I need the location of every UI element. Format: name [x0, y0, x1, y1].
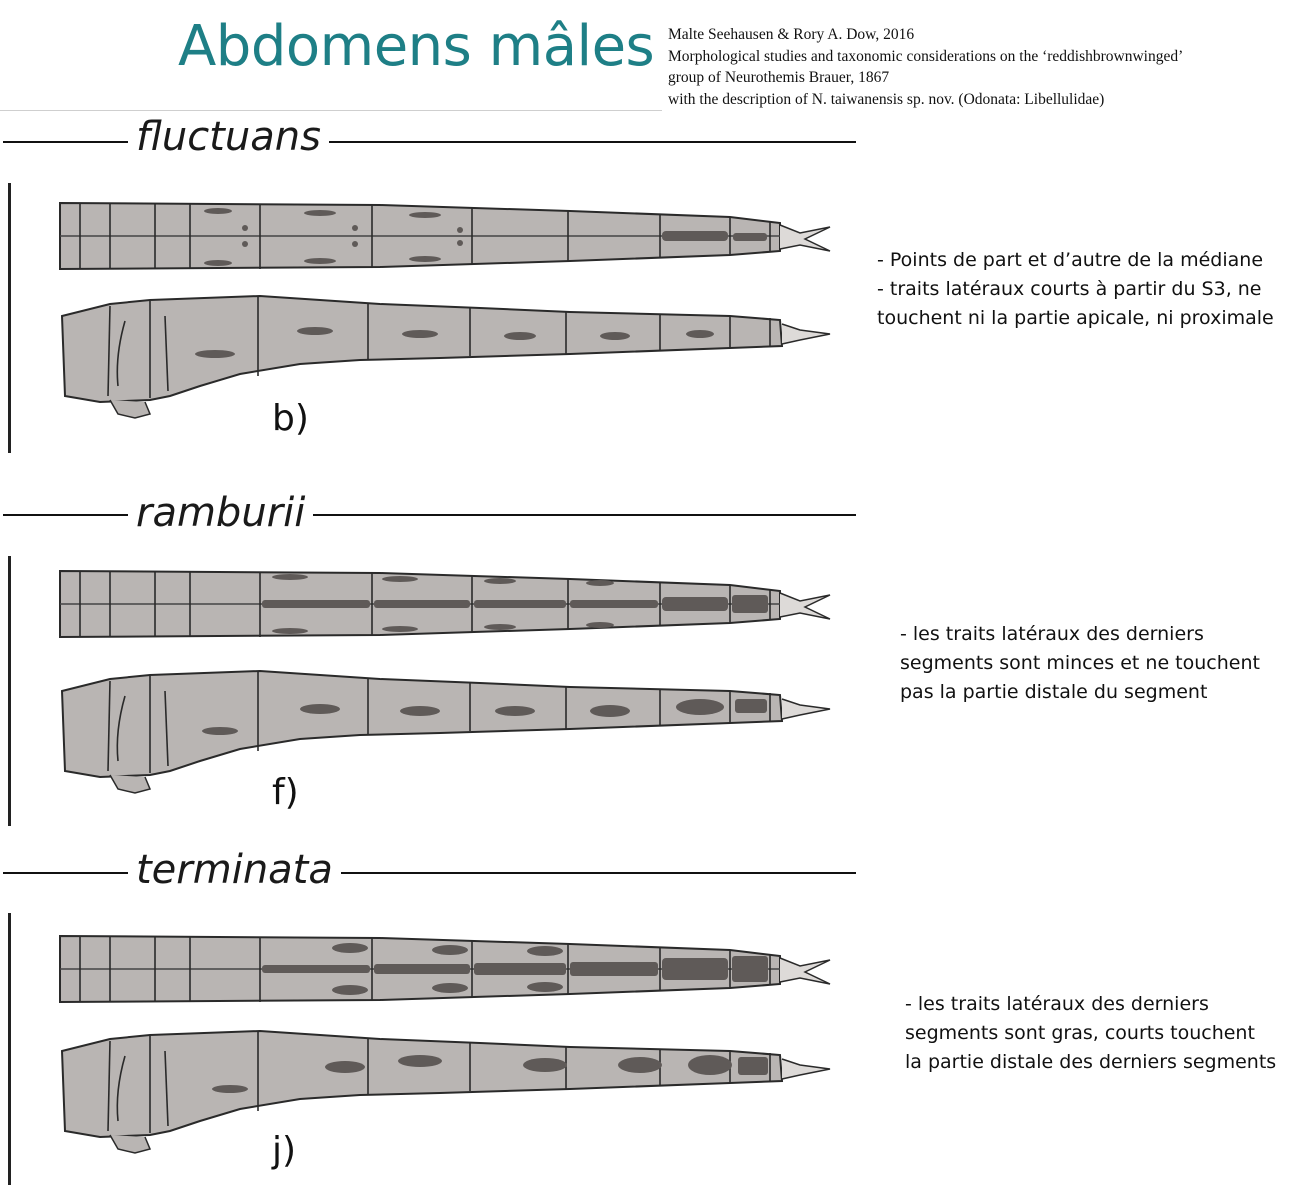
- note-line: pas la partie distale du segment: [900, 681, 1208, 703]
- abdomen-lateral-terminata: [61, 1030, 831, 1154]
- reference-line: Morphological studies and taxonomic cons…: [668, 47, 1184, 65]
- abdomen-illustrations: [59, 202, 831, 1154]
- species-name-terminata: terminata: [128, 847, 341, 893]
- section-bracket: [8, 913, 11, 1185]
- section-rule: [3, 514, 856, 516]
- panel-label-b: b): [272, 398, 309, 439]
- note-line: - traits latéraux courts à partir du S3,…: [877, 278, 1262, 300]
- section-rule: [3, 872, 856, 874]
- header-divider: [0, 110, 662, 111]
- section-bracket: [8, 556, 11, 826]
- abdomen-dorsal-terminata: [59, 935, 831, 1003]
- species-name-ramburii: ramburii: [128, 490, 314, 536]
- note-line: touchent ni la partie apicale, ni proxim…: [877, 307, 1274, 329]
- panel-label-j: j): [272, 1130, 297, 1171]
- species-name-fluctuans: fluctuans: [128, 114, 329, 160]
- reference-line: Malte Seehausen & Rory A. Dow, 2016: [668, 26, 915, 43]
- section-rule: [3, 141, 856, 143]
- note-line: - les traits latéraux des derniers: [905, 993, 1209, 1015]
- reference-citation: Malte Seehausen & Rory A. Dow, 2016 Morp…: [668, 24, 1183, 110]
- reference-line: group of Neurothemis Brauer, 1867: [668, 69, 890, 86]
- section-bracket: [8, 183, 11, 453]
- notes-fluctuans: - Points de part et d’autre de la médian…: [877, 246, 1274, 333]
- note-line: - Points de part et d’autre de la médian…: [877, 249, 1264, 271]
- notes-ramburii: - les traits latéraux des derniers segme…: [900, 620, 1260, 707]
- abdomen-lateral-fluctuans: [61, 295, 831, 419]
- page-title: Abdomens mâles: [178, 14, 655, 79]
- notes-terminata: - les traits latéraux des derniers segme…: [905, 990, 1276, 1077]
- note-line: segments sont minces et ne touchent: [900, 652, 1260, 674]
- panel-label-f: f): [272, 772, 299, 813]
- reference-line: with the description of N. taiwanensis s…: [668, 90, 1105, 108]
- abdomen-dorsal-ramburii: [59, 570, 831, 638]
- abdomen-dorsal-fluctuans: [59, 202, 831, 270]
- note-line: la partie distale des derniers segments: [905, 1051, 1277, 1073]
- note-line: segments sont gras, courts touchent: [905, 1022, 1255, 1044]
- abdomen-lateral-ramburii: [61, 670, 831, 794]
- note-line: - les traits latéraux des derniers: [900, 623, 1204, 645]
